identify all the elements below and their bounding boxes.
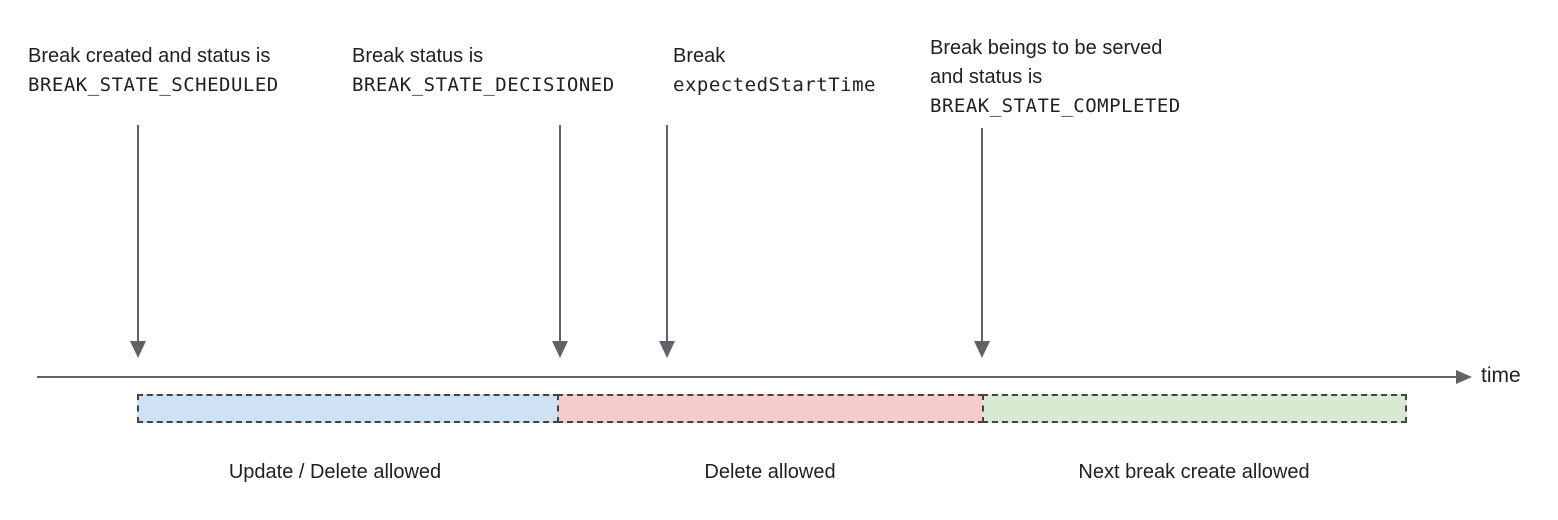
arrowhead-down-icon: [659, 341, 675, 358]
annotation-code-line: BREAK_STATE_COMPLETED: [930, 95, 1181, 117]
annotation-line: Break: [673, 45, 726, 67]
arrowhead-down-icon: [974, 341, 990, 358]
annotation-scheduled: Break created and status is BREAK_STATE_…: [28, 42, 279, 100]
annotation-expected-start: Break expectedStartTime: [673, 42, 876, 100]
segment-update-delete-allowed: [137, 394, 559, 423]
arrow-shaft: [666, 125, 668, 343]
arrowhead-right-icon: [1456, 370, 1472, 384]
annotation-line: Break beings to be served: [930, 37, 1163, 59]
arrowhead-down-icon: [552, 341, 568, 358]
arrow-shaft: [137, 125, 139, 343]
annotation-line: Break status is: [352, 45, 484, 67]
down-arrow-scheduled: [130, 125, 146, 358]
timeline-label: time: [1481, 364, 1521, 387]
annotation-decisioned: Break status is BREAK_STATE_DECISIONED: [352, 42, 615, 100]
annotation-code-line: BREAK_STATE_SCHEDULED: [28, 74, 279, 96]
arrowhead-down-icon: [130, 341, 146, 358]
arrow-shaft: [559, 125, 561, 343]
annotation-code-line: BREAK_STATE_DECISIONED: [352, 74, 615, 96]
segment-label-next-break: Next break create allowed: [1078, 461, 1310, 483]
segment-label-delete: Delete allowed: [704, 461, 836, 483]
annotation-code-line: expectedStartTime: [673, 74, 876, 96]
down-arrow-decisioned: [552, 125, 568, 358]
annotation-line: and status is: [930, 66, 1043, 88]
annotation-line: Break created and status is: [28, 45, 271, 67]
segment-next-break-create-allowed: [982, 394, 1407, 423]
arrow-shaft: [981, 128, 983, 343]
timeline-axis: [37, 376, 1458, 378]
down-arrow-completed: [974, 128, 990, 358]
segment-label-update-delete: Update / Delete allowed: [228, 461, 442, 483]
down-arrow-expected-start: [659, 125, 675, 358]
annotation-completed: Break beings to be served and status is …: [930, 34, 1181, 121]
segment-delete-allowed: [557, 394, 984, 423]
